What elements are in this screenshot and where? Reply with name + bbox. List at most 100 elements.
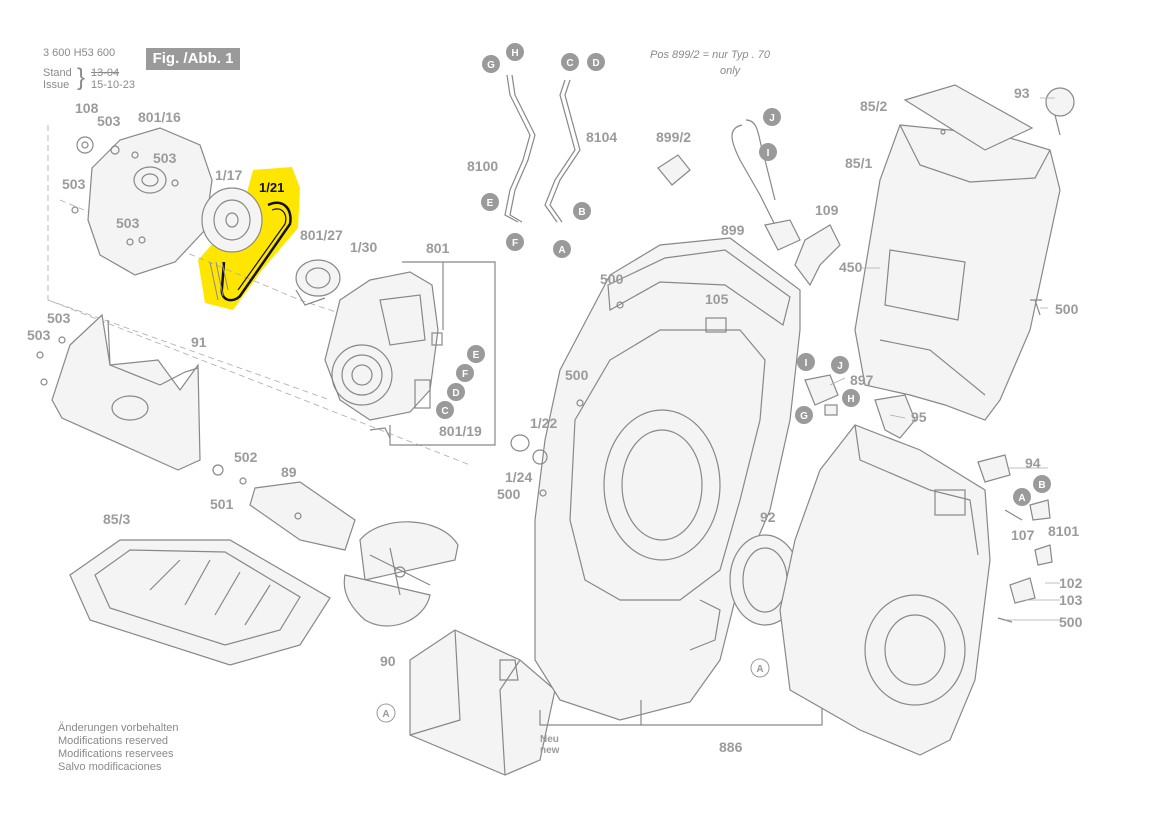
- label-503: 503: [116, 215, 140, 231]
- motor-cover: [87, 127, 213, 276]
- upper-hood: [854, 124, 1061, 421]
- label-500: 500: [1059, 614, 1083, 630]
- label-105: 105: [705, 291, 729, 307]
- label-85-1: 85/1: [845, 155, 872, 171]
- svg-text:A: A: [382, 709, 389, 720]
- footer-note-fr: Modifications reservees: [58, 748, 174, 760]
- label-8104: 8104: [586, 129, 617, 145]
- svg-text:A: A: [756, 664, 763, 675]
- cable-8104: [544, 79, 576, 223]
- cover-94: [977, 454, 1011, 483]
- svg-text:D: D: [592, 58, 599, 69]
- stand-label: Stand: [43, 67, 72, 79]
- label-1-24: 1/24: [505, 469, 532, 485]
- label-109: 109: [815, 202, 839, 218]
- label-1-21: 1/21: [259, 180, 284, 195]
- main-housing: [534, 237, 801, 721]
- label-801: 801: [426, 240, 450, 256]
- knob-103: [1009, 577, 1036, 604]
- label-new: new: [540, 745, 560, 756]
- svg-text:A: A: [1018, 493, 1025, 504]
- label-1-30: 1/30: [350, 239, 377, 255]
- label-89: 89: [281, 464, 297, 480]
- svg-text:G: G: [487, 60, 495, 71]
- cutting-disc: [359, 521, 459, 581]
- bracket: }: [77, 64, 86, 91]
- switch-8992: [657, 154, 691, 186]
- svg-text:E: E: [473, 350, 480, 361]
- svg-text:C: C: [566, 58, 573, 69]
- cable-8100: [509, 74, 536, 223]
- svg-text:D: D: [452, 388, 459, 399]
- stand-value: 13-04: [91, 67, 120, 79]
- label-500: 500: [565, 367, 589, 383]
- figure-label: Fig. /Abb. 1: [146, 48, 240, 70]
- label-85-2: 85/2: [860, 98, 887, 114]
- label-500: 500: [1055, 301, 1079, 317]
- svg-text:F: F: [462, 369, 468, 380]
- svg-text:F: F: [512, 238, 518, 249]
- label-108: 108: [75, 100, 99, 116]
- label-801-19: 801/19: [439, 423, 482, 439]
- cap: [295, 259, 341, 297]
- label-107: 107: [1011, 527, 1035, 543]
- label-801-27: 801/27: [300, 227, 343, 243]
- bracket-886: [539, 700, 823, 726]
- svg-text:I: I: [805, 358, 808, 369]
- label-neu: Neu: [540, 734, 559, 745]
- svg-text:B: B: [1038, 480, 1045, 491]
- footer-note-de: Änderungen vorbehalten: [58, 722, 178, 734]
- svg-text:I: I: [767, 148, 770, 159]
- label-899-2: 899/2: [656, 129, 691, 145]
- connector-marker: H G C D E F B A J I E F D C I J G H A B …: [376, 43, 1051, 723]
- note-pos-line1: Pos 899/2 = nur Typ . 70: [650, 49, 771, 61]
- label-94: 94: [1025, 455, 1041, 471]
- footer-note-es: Salvo modificaciones: [58, 761, 162, 773]
- label-503: 503: [47, 310, 71, 326]
- label-103: 103: [1059, 592, 1083, 608]
- knob: [1045, 87, 1075, 117]
- label-503: 503: [153, 150, 177, 166]
- label-92: 92: [760, 509, 776, 525]
- label-899: 899: [721, 222, 745, 238]
- svg-text:H: H: [847, 394, 854, 405]
- switch-109: [794, 224, 841, 287]
- label-801-16: 801/16: [138, 109, 181, 125]
- svg-text:J: J: [837, 361, 843, 372]
- label-1-22: 1/22: [530, 415, 557, 431]
- label-897: 897: [850, 372, 874, 388]
- label-500: 500: [600, 271, 624, 287]
- label-102: 102: [1059, 575, 1083, 591]
- footer-note-en: Modifications reserved: [58, 735, 168, 747]
- bracket-801: [389, 261, 496, 446]
- label-501: 501: [210, 496, 234, 512]
- hopper-part: [51, 313, 201, 471]
- label-503: 503: [62, 176, 86, 192]
- label-85-3: 85/3: [103, 511, 130, 527]
- label-93: 93: [1014, 85, 1030, 101]
- doc-number: 3 600 H53 600: [43, 47, 116, 59]
- svg-text:A: A: [558, 245, 565, 256]
- label-502: 502: [234, 449, 258, 465]
- label-503: 503: [97, 113, 121, 129]
- chute: [409, 629, 556, 776]
- svg-text:C: C: [441, 406, 448, 417]
- label-95: 95: [911, 409, 927, 425]
- label-8101: 8101: [1048, 523, 1079, 539]
- issue-value: 15-10-23: [91, 79, 136, 91]
- svg-text:J: J: [769, 113, 775, 124]
- svg-text:B: B: [578, 207, 585, 218]
- switch-897: [804, 374, 839, 406]
- top-plate: [903, 84, 1034, 151]
- label-1-17: 1/17: [215, 167, 242, 183]
- note-pos-line2: only: [720, 65, 742, 77]
- cable-899: [731, 124, 776, 226]
- plate: [249, 481, 356, 551]
- label-8100: 8100: [467, 158, 498, 174]
- label-90: 90: [380, 653, 396, 669]
- collection-basket: [69, 539, 331, 666]
- label-91: 91: [191, 334, 207, 350]
- label-450: 450: [839, 259, 863, 275]
- issue-label: Issue: [43, 79, 70, 91]
